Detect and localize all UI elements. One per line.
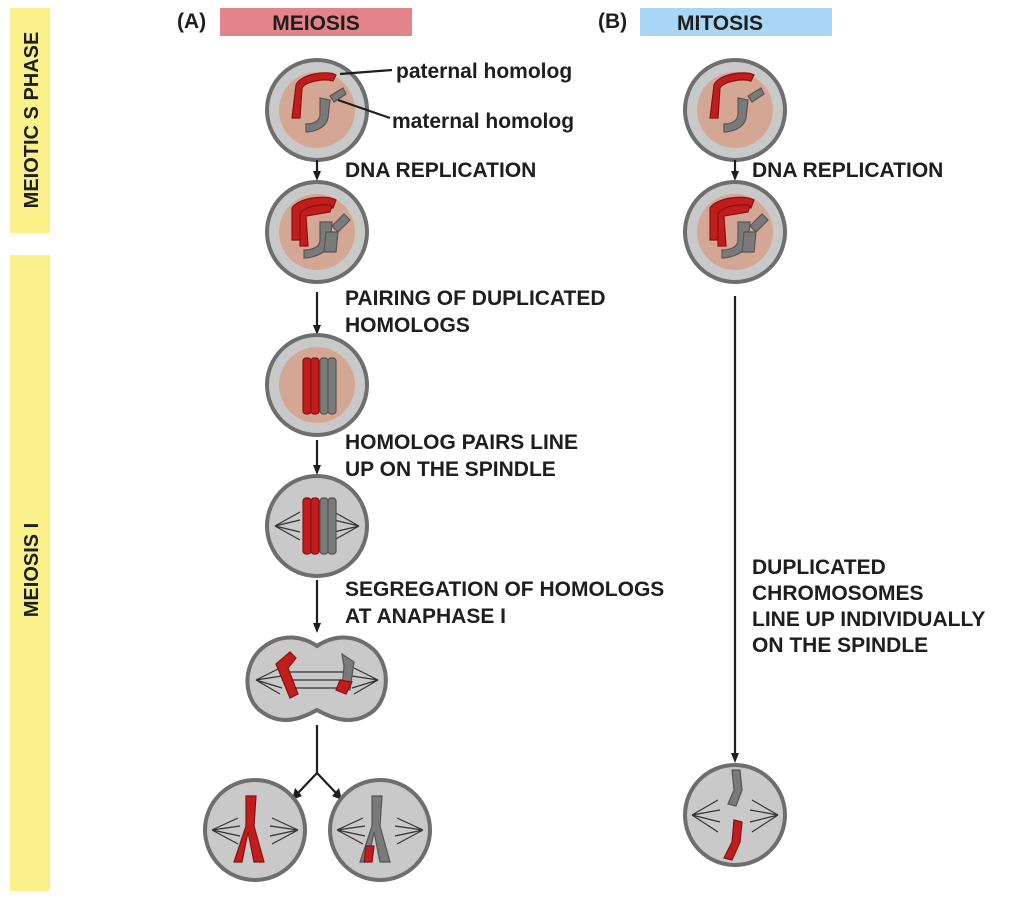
- mitosis-title: MITOSIS: [677, 12, 763, 35]
- maternal-homolog-label: maternal homolog: [392, 110, 574, 133]
- meiosis-cell-5: [245, 635, 388, 722]
- side-band-meiotic-s-phase: [10, 8, 50, 233]
- meiosis-step-pairing-line1: PAIRING OF DUPLICATED: [345, 287, 606, 310]
- meiosis-step-segregation-line1: SEGREGATION OF HOMOLOGS: [345, 578, 664, 601]
- meiosis-cell-2: [265, 180, 369, 284]
- meiosis-cell-1: [265, 58, 369, 162]
- side-label-meiotic-s-phase: MEIOTIC S PHASE: [21, 32, 43, 209]
- meiosis-cell-3: [265, 333, 369, 437]
- mitosis-cell-1: [683, 58, 787, 162]
- mitosis-step-dna-replication: DNA REPLICATION: [752, 159, 943, 182]
- meiosis-step-pairing-line2: HOMOLOGS: [345, 314, 470, 337]
- mitosis-step-line-up-line4: ON THE SPINDLE: [752, 634, 928, 657]
- meiosis-split-arrow: [297, 725, 337, 794]
- mitosis-step-line-up-line2: CHROMOSOMES: [752, 582, 924, 605]
- meiosis-header-bar: [220, 8, 412, 36]
- mitosis-header-bar: [640, 8, 832, 36]
- mitosis-cell-2: [683, 180, 787, 284]
- paternal-homolog-label: paternal homolog: [396, 60, 572, 83]
- mitosis-cell-final: [683, 763, 787, 867]
- panel-a-letter: (A): [177, 10, 206, 33]
- meiosis-title: MEIOSIS: [272, 12, 360, 35]
- meiosis-step-line-up-line2: UP ON THE SPINDLE: [345, 458, 556, 481]
- meiosis-step-segregation-line2: AT ANAPHASE I: [345, 605, 506, 628]
- mitosis-step-line-up-line1: DUPLICATED: [752, 556, 886, 579]
- meiosis-step-line-up-line1: HOMOLOG PAIRS LINE: [345, 431, 578, 454]
- meiosis-cell-4: [265, 474, 369, 578]
- meiosis-daughter-cell-2: [328, 778, 432, 882]
- mitosis-step-line-up-line3: LINE UP INDIVIDUALLY: [752, 608, 985, 631]
- side-band-meiosis-i: [10, 255, 50, 891]
- panel-b-letter: (B): [598, 10, 627, 33]
- side-label-meiosis-i: MEIOSIS I: [21, 523, 43, 617]
- meiosis-daughter-cell-1: [203, 778, 307, 882]
- meiosis-step-dna-replication: DNA REPLICATION: [345, 159, 536, 182]
